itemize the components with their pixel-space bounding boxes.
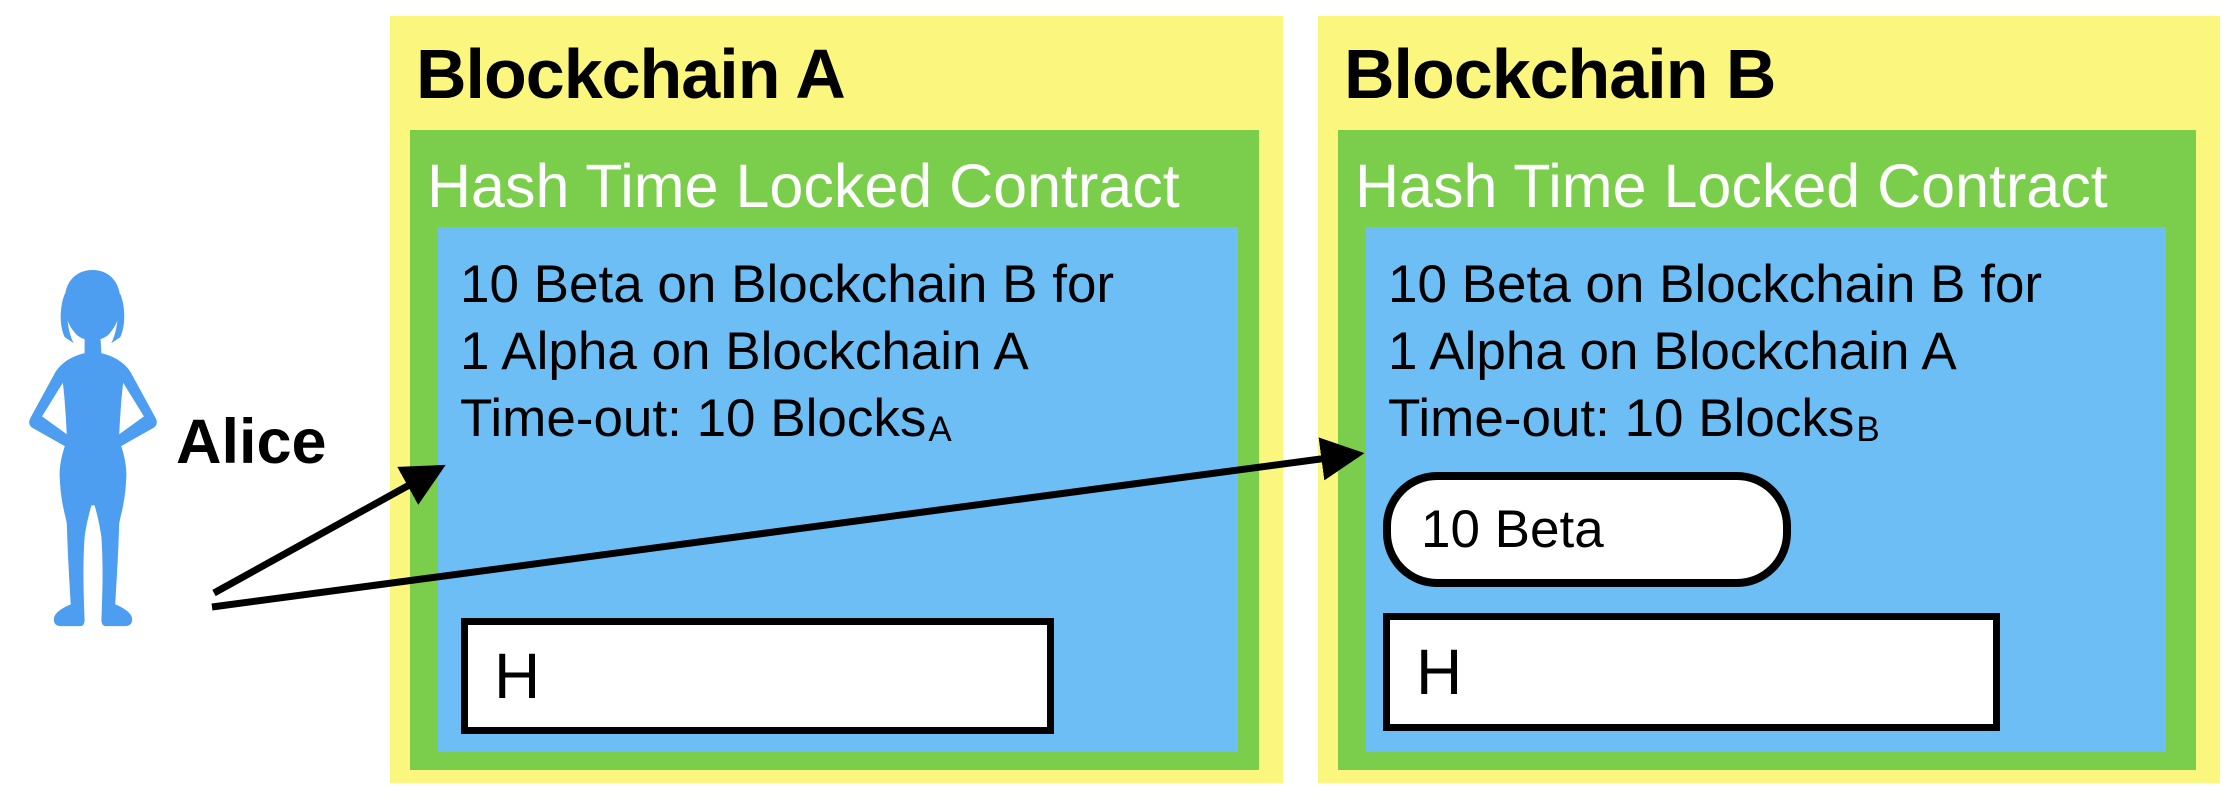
hash-label-b: H <box>1416 636 1463 708</box>
contract-a-line1: 10 Beta on Blockchain B for <box>460 255 1115 314</box>
blockchain-b-title: Blockchain B <box>1344 35 1776 113</box>
deposit-pill-b: 10 Beta <box>1383 472 1791 587</box>
htlc-label-a: Hash Time Locked Contract <box>427 152 1180 220</box>
htlc-panel-a: Hash Time Locked Contract 10 Beta on Blo… <box>410 130 1259 770</box>
contract-a-timeout: Time-out: 10 Blocks <box>460 389 927 448</box>
contract-b-line2: 1 Alpha on Blockchain A <box>1388 322 1957 381</box>
contract-b-timeout: Time-out: 10 Blocks <box>1388 389 1855 448</box>
hash-box-a: H <box>461 618 1054 734</box>
blockchain-a-title: Blockchain A <box>416 35 846 113</box>
deposit-label-b: 10 Beta <box>1421 500 1604 559</box>
contract-a-line2: 1 Alpha on Blockchain A <box>460 322 1029 381</box>
contract-terms-b: 10 Beta on Blockchain B for 1 Alpha on B… <box>1388 251 2042 458</box>
htlc-panel-b: Hash Time Locked Contract 10 Beta on Blo… <box>1338 130 2196 770</box>
hash-label-a: H <box>494 640 541 712</box>
alice-label: Alice <box>176 407 327 477</box>
contract-b-timeout-subscript: B <box>1856 410 1880 450</box>
alice-person-icon <box>20 268 166 636</box>
contract-b-line1: 10 Beta on Blockchain B for <box>1388 255 2043 314</box>
htlc-label-b: Hash Time Locked Contract <box>1355 152 2108 220</box>
contract-a-timeout-subscript: A <box>928 410 952 450</box>
hash-box-b: H <box>1383 613 2000 731</box>
blockchain-a-panel: Blockchain A Hash Time Locked Contract 1… <box>390 16 1283 783</box>
contract-panel-b: 10 Beta on Blockchain B for 1 Alpha on B… <box>1366 227 2166 752</box>
contract-panel-a: 10 Beta on Blockchain B for 1 Alpha on B… <box>438 227 1238 752</box>
blockchain-b-panel: Blockchain B Hash Time Locked Contract 1… <box>1318 16 2220 783</box>
contract-terms-a: 10 Beta on Blockchain B for 1 Alpha on B… <box>460 251 1114 458</box>
